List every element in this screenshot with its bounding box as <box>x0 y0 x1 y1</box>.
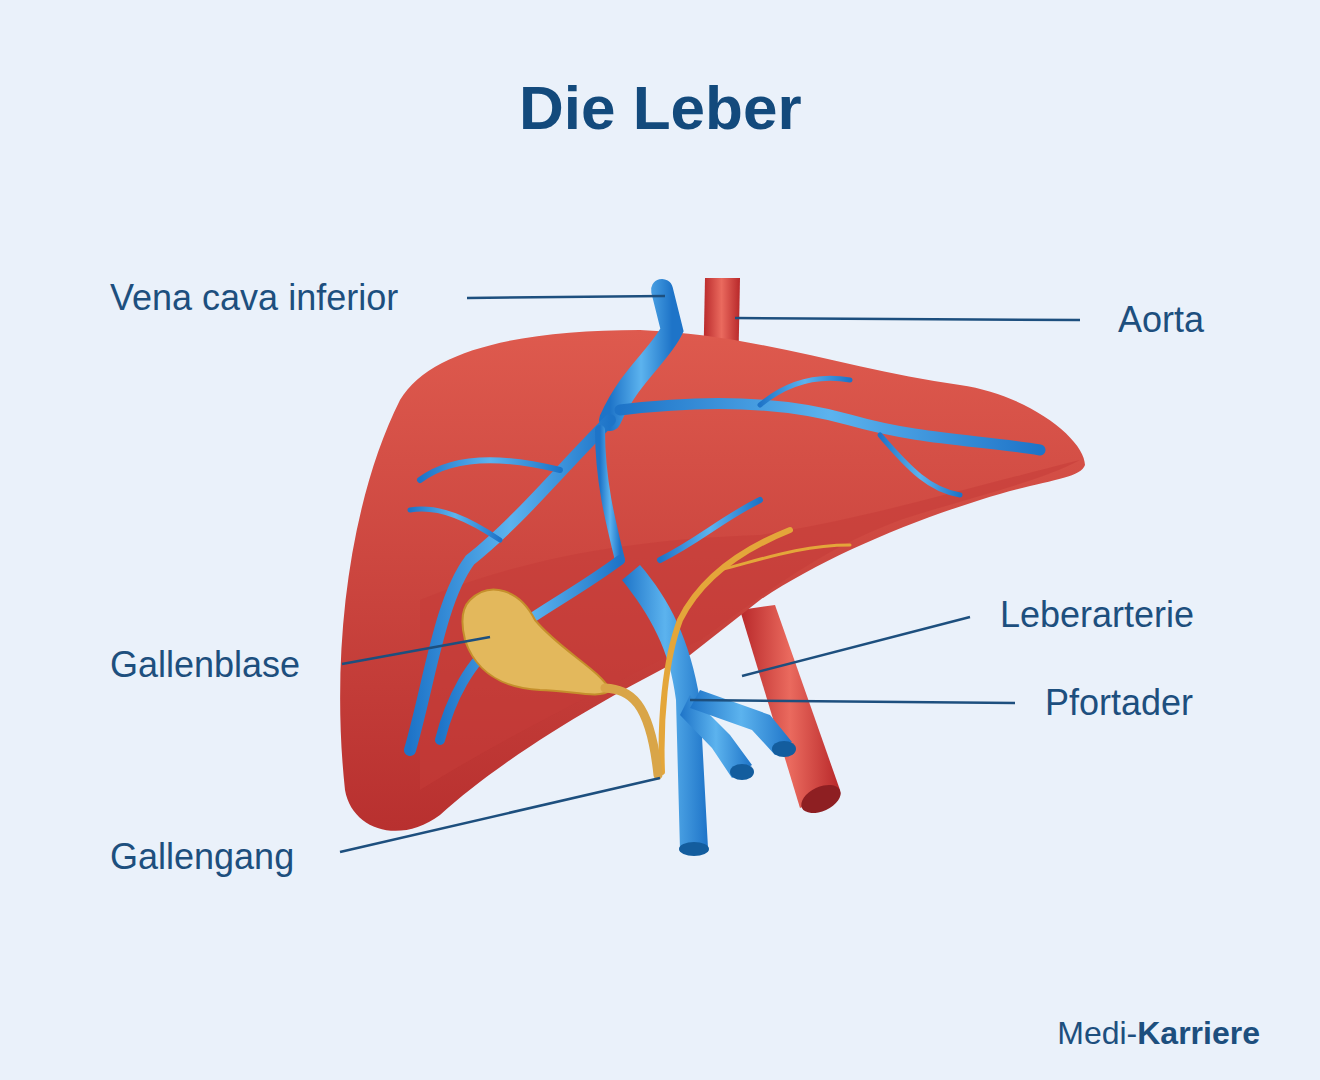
part-label: Vena cava inferior <box>110 278 398 318</box>
hepatic-artery <box>740 605 840 808</box>
part-label: Leberarterie <box>1000 595 1194 635</box>
bile-ducts <box>662 530 850 772</box>
part-label: Pfortader <box>1045 683 1193 723</box>
watermark: Medi- <box>1057 1015 1137 1051</box>
part-label: Aorta <box>1118 300 1204 340</box>
hepatic-veins <box>410 290 1040 750</box>
bile-duct <box>605 688 658 775</box>
gallbladder <box>462 590 610 695</box>
part-label: Gallenblase <box>110 645 300 685</box>
page-title: Die Leber <box>519 72 802 143</box>
watermark: Karriere <box>1137 1015 1260 1051</box>
part-label: Gallengang <box>110 837 294 877</box>
leader-lines <box>340 296 1080 852</box>
liver-outline <box>340 330 1085 831</box>
